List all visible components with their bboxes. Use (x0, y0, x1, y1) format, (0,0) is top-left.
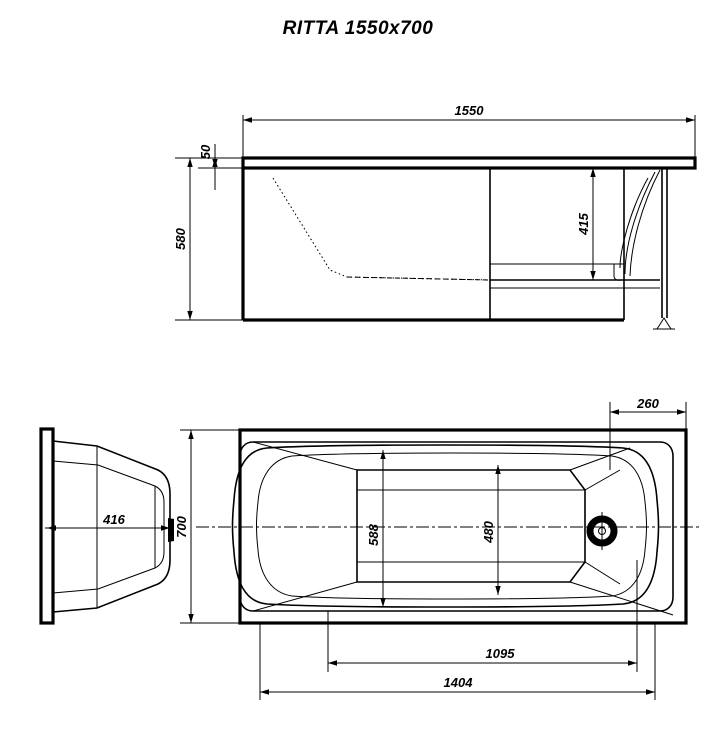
plan-corner-diag-tr (569, 447, 631, 471)
plan-bowl-top-edge (231, 444, 660, 608)
plan-corner-diag-bl (252, 581, 358, 612)
dim-label-50: 50 (198, 144, 213, 159)
support-leg-foot (656, 317, 672, 330)
bowl-wall-curve-outer (629, 169, 661, 277)
arrow-480-bottom (495, 586, 501, 595)
arrow-right-1550 (686, 117, 695, 123)
plan-corner-diag-tl (252, 441, 358, 471)
arrow-1095-right (628, 660, 637, 666)
plan-view: 700 588 480 260 1095 (174, 396, 700, 700)
plan-corner-bevel-br (584, 561, 621, 585)
drawing-title: RITTA 1550x700 (282, 18, 434, 39)
bowl-wall-foot-curve (613, 264, 622, 281)
arrow-1404-left (260, 689, 269, 695)
arrow-260-left (610, 409, 619, 415)
arrow-415-bottom (590, 271, 596, 280)
dim-label-260: 260 (636, 396, 659, 411)
bath-rim-slab (241, 156, 697, 170)
dim-label-1550: 1550 (455, 103, 485, 118)
overflow-nub (168, 518, 174, 542)
arrow-415-top (590, 168, 596, 177)
dim-label-580: 580 (173, 227, 188, 249)
arrow-588-bottom (380, 598, 386, 607)
arrow-260-right (677, 409, 686, 415)
dim-label-416: 416 (102, 512, 125, 527)
dim-label-480: 480 (481, 520, 496, 543)
dim-label-700: 700 (174, 515, 189, 537)
dim-label-588: 588 (366, 523, 381, 545)
bowl-wall-curve-inner (619, 177, 649, 269)
bowl-wall-curve-mid (624, 171, 656, 275)
side-elevation-view: 416 (39, 427, 174, 625)
dim-label-1095: 1095 (486, 646, 516, 661)
arrow-50-lower (212, 159, 218, 168)
side-back-panel (39, 427, 55, 625)
arrow-1404-right (646, 689, 655, 695)
plan-bowl-second-line (256, 452, 647, 600)
dim-label-1404: 1404 (444, 675, 474, 690)
plan-base-outline (356, 469, 586, 583)
arrow-left-1550 (243, 117, 252, 123)
inner-bowl-profile-hidden (272, 177, 491, 281)
arrow-580-top (187, 158, 193, 167)
dim-label-415: 415 (576, 212, 591, 235)
arrow-480-top (495, 465, 501, 474)
arrow-700-bottom (188, 614, 194, 623)
arrow-1095-left (328, 660, 337, 666)
side-inner-profile (52, 460, 165, 594)
arrow-416-right (161, 525, 170, 531)
plan-corner-diag-br (569, 581, 674, 616)
plan-corner-bevel-tr (584, 469, 621, 491)
arrow-580-bottom (187, 311, 193, 320)
arrow-588-top (380, 450, 386, 459)
arrow-700-top (188, 430, 194, 439)
front-elevation-view: 1550 (173, 103, 697, 330)
arrow-416-left (47, 525, 56, 531)
